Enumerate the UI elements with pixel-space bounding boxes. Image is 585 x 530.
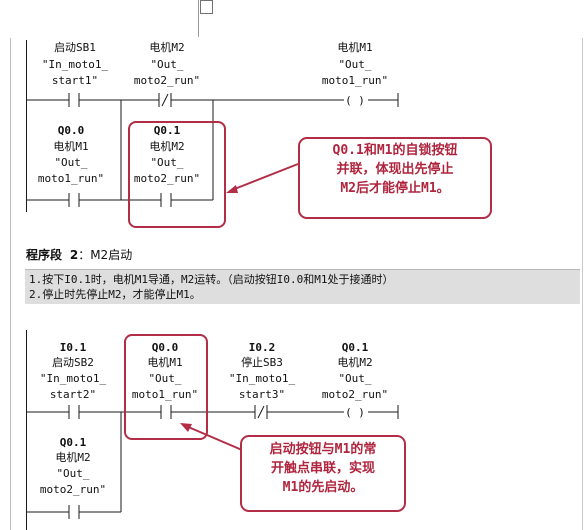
branch2-q01-name: 电机M2 xyxy=(55,451,91,464)
editor-right-border xyxy=(582,38,583,530)
coil-q01-symbol: "Out_ xyxy=(338,372,372,385)
contact-q00-address: Q0.0 xyxy=(151,341,179,354)
contact-i02-name: 停止SB3 xyxy=(241,356,283,369)
coil-m1-glyph: ( ) xyxy=(345,94,365,107)
rung-1-branch xyxy=(26,100,214,207)
contact-m2-symbol: "Out_ xyxy=(150,58,184,71)
branch-q01-name: 电机M2 xyxy=(149,140,185,153)
branch-q00-name: 电机M1 xyxy=(53,140,89,153)
highlight-q00-contact xyxy=(124,334,208,440)
contact-sb1-symbol-2: start1" xyxy=(51,74,99,87)
branch-q00-symbol-2: moto1_run" xyxy=(37,172,105,185)
contact-m2-name: 电机M2 xyxy=(149,41,185,54)
power-rail-left xyxy=(26,40,27,212)
rung-1-main xyxy=(26,93,399,107)
contact-i02-symbol: "In_moto1_ xyxy=(228,372,296,385)
coil-q01-symbol-2: moto2_run" xyxy=(321,388,389,401)
expand-box[interactable] xyxy=(200,0,213,14)
branch2-q01-symbol-2: moto2_run" xyxy=(39,483,107,496)
coil-m1-name: 电机M1 xyxy=(337,41,373,54)
coil-m1-symbol: "Out_ xyxy=(338,58,372,71)
contact-i01-symbol-2: start2" xyxy=(49,388,97,401)
contact-i01-symbol: "In_moto1_ xyxy=(39,372,107,385)
network-2-title: 程序段 2：M2启动 xyxy=(26,246,132,263)
branch-q01-symbol-2: moto2_run" xyxy=(133,172,201,185)
rung-2-main xyxy=(26,405,399,419)
editor-left-gutter xyxy=(10,38,11,530)
network-2-title-prefix: 程序段 xyxy=(26,248,63,262)
contact-i02-address: I0.2 xyxy=(248,341,276,354)
coil-q01-name: 电机M2 xyxy=(337,356,373,369)
rung-2-branch xyxy=(26,412,122,519)
highlight-q01-branch xyxy=(128,121,226,228)
coil-q01-address: Q0.1 xyxy=(341,341,369,354)
comment-line-2: 2.停止时先停止M2，才能停止M1。 xyxy=(29,288,201,301)
branch2-q01-symbol: "Out_ xyxy=(56,467,90,480)
branch2-q01-address: Q0.1 xyxy=(59,436,87,449)
contact-i01-name: 启动SB2 xyxy=(52,356,94,369)
power-rail-left-2 xyxy=(26,330,27,530)
network-2-number: 2 xyxy=(69,248,79,262)
contact-i01-address: I0.1 xyxy=(59,341,87,354)
callout-series-start: 启动按钮与M1的常 开触点串联，实现 M1的先启动。 xyxy=(240,435,406,512)
contact-i02-symbol-2: start3" xyxy=(238,388,286,401)
coil-m1-symbol-2: moto1_run" xyxy=(321,74,389,87)
network-2-comment[interactable]: 1.按下I0.1时，电机M1导通，M2运转。（启动按钮I0.0和M1处于接通时）… xyxy=(25,269,580,304)
comment-line-1: 1.按下I0.1时，电机M1导通，M2运转。（启动按钮I0.0和M1处于接通时） xyxy=(29,273,394,286)
callout-arrow-1 xyxy=(226,163,299,193)
contact-sb1-symbol: "In_moto1_ xyxy=(41,58,109,71)
network-2-title-suffix: ：M2启动 xyxy=(78,248,133,262)
callout-arrow-2 xyxy=(180,423,243,451)
contact-q00-name: 电机M1 xyxy=(147,356,183,369)
contact-q00-symbol-2: moto1_run" xyxy=(131,388,199,401)
contact-q00-symbol: "Out_ xyxy=(148,372,182,385)
branch-q01-symbol: "Out_ xyxy=(150,156,184,169)
branch-q01-address: Q0.1 xyxy=(153,124,181,137)
top-left-pane xyxy=(0,0,199,37)
contact-sb1-name: 启动SB1 xyxy=(54,41,96,54)
branch-q00-symbol: "Out_ xyxy=(54,156,88,169)
contact-m2-symbol-2: moto2_run" xyxy=(133,74,201,87)
coil-q01-glyph: ( ) xyxy=(345,406,365,419)
callout-self-lock: Q0.1和M1的自锁按钮 并联，体现出先停止 M2后才能停止M1。 xyxy=(298,137,492,219)
branch-q00-address: Q0.0 xyxy=(57,124,85,137)
